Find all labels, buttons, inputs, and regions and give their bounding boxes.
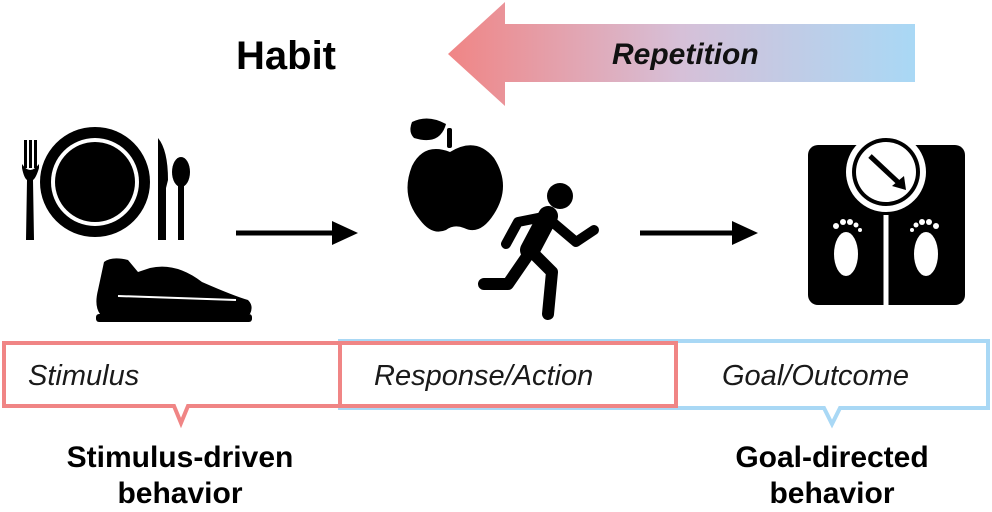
goal-directed-behavior-label: Goal-directed behavior [672,440,992,512]
stimulus-label: Stimulus [28,360,140,392]
apple-icon [407,118,503,232]
sneaker-icon [96,258,252,322]
runner-icon [478,183,599,320]
goal-directed-line2: behavior [769,477,895,510]
habit-title: Habit [236,34,336,78]
stimulus-driven-behavior-label: Stimulus-driven behavior [10,440,350,512]
repetition-arrow [448,2,915,106]
repetition-label: Repetition [612,38,759,71]
stimulus-driven-line1: Stimulus-driven [66,441,294,474]
stimulus-driven-line2: behavior [117,477,243,510]
goal-directed-line1: Goal-directed [735,441,929,474]
scale-icon [808,132,965,305]
arrow-right-icon [236,221,358,245]
arrow-right-icon [640,221,758,245]
goal-outcome-label: Goal/Outcome [722,360,909,392]
response-box [338,341,678,408]
plate-cutlery-icon [22,127,190,240]
response-action-label: Response/Action [374,360,594,392]
